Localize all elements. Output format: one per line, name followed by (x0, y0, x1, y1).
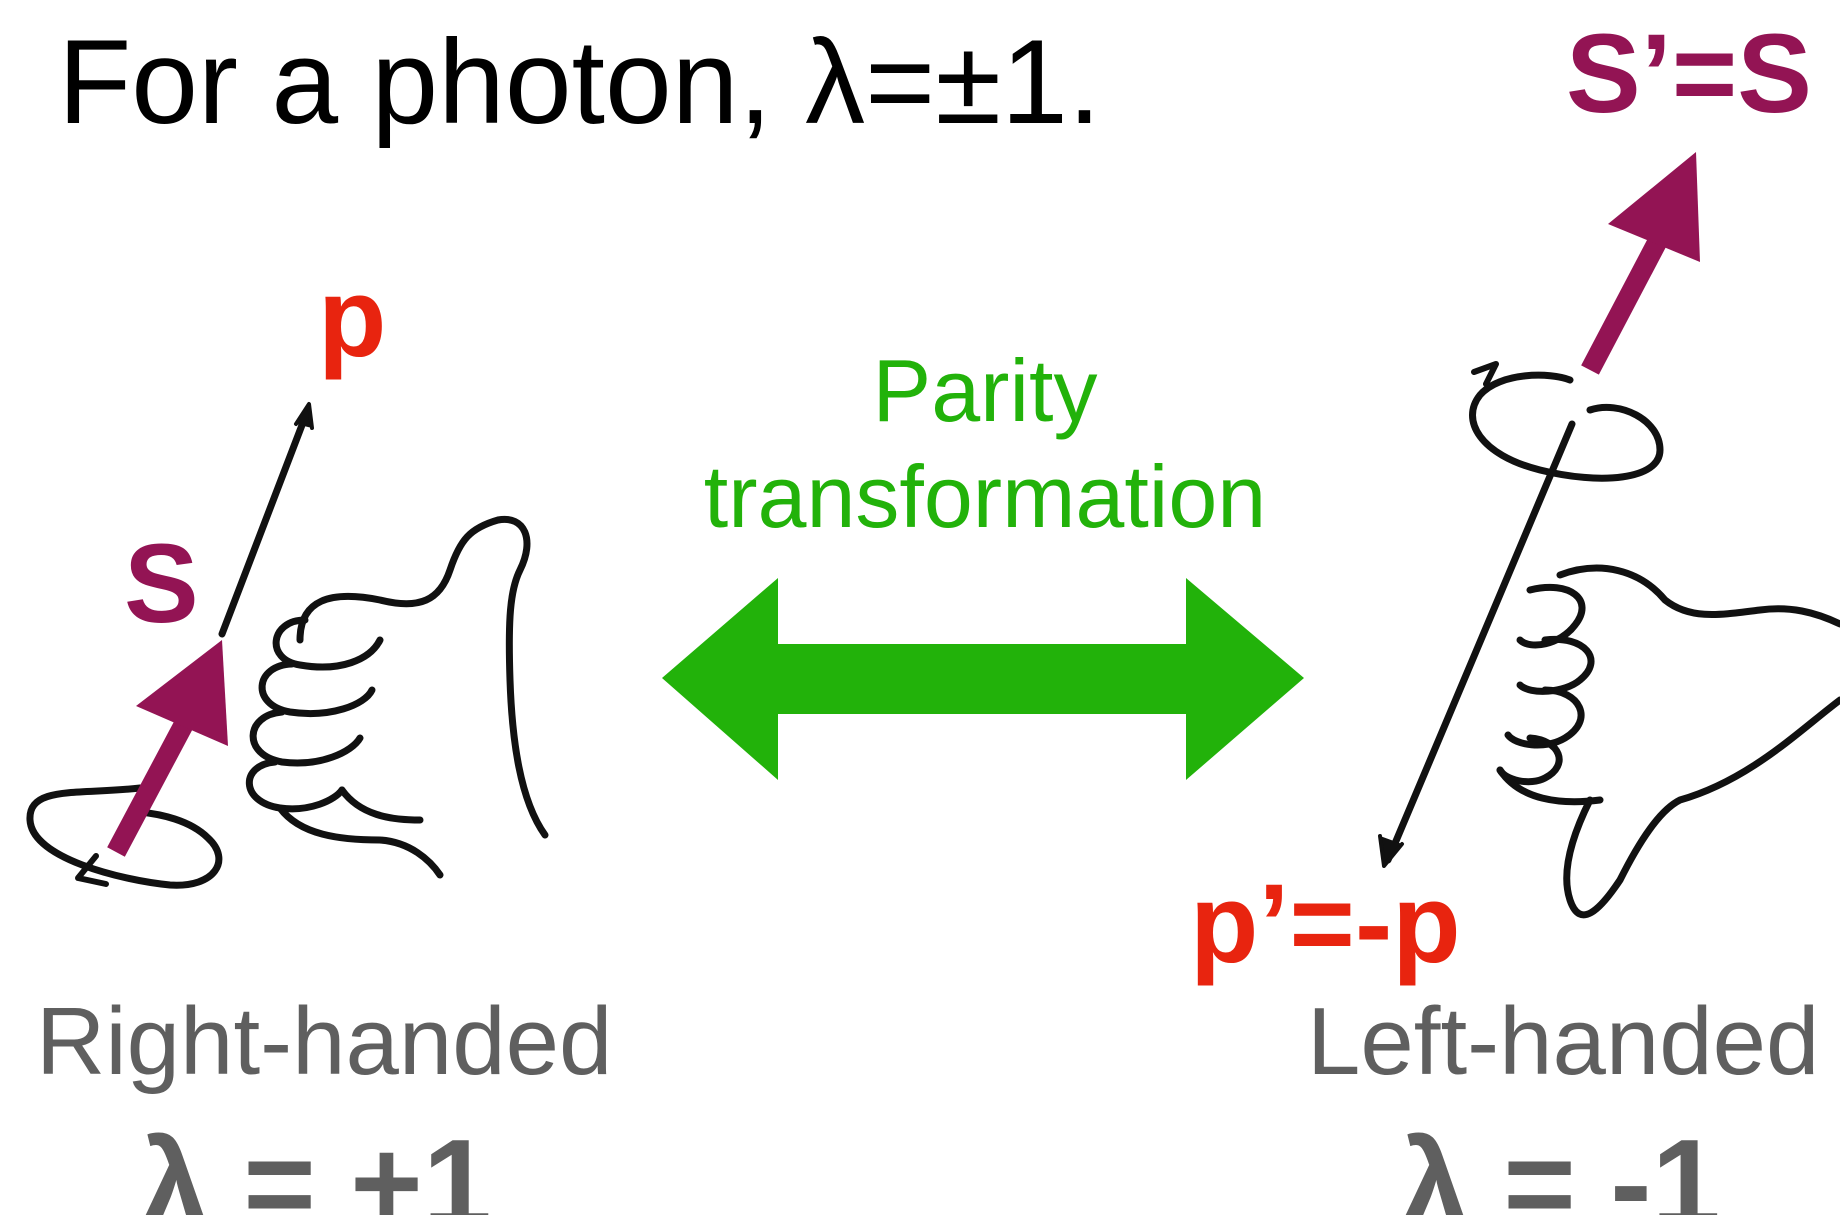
momentum-prime-axis-line (1384, 420, 1576, 864)
left-handed-helicity: λ = -1 (1400, 1115, 1721, 1215)
finger-2 (1516, 635, 1595, 695)
transformation-label: Parity transformation (660, 338, 1310, 549)
momentum-axis-line (218, 408, 311, 638)
momentum-prime-axis-arrowhead (1378, 834, 1404, 868)
spin-label: S (124, 521, 199, 646)
spin-prime-label: S’=S (1566, 11, 1812, 136)
rotation-loop (1469, 371, 1664, 482)
palm (276, 804, 444, 879)
spin-arrow-left (1581, 152, 1700, 375)
momentum-axis-arrowhead (294, 402, 314, 430)
wrist (338, 786, 424, 824)
finger-1 (272, 616, 384, 671)
page-title: For a photon, λ=±1. (58, 15, 1102, 149)
transformation-line-1: Parity (872, 341, 1098, 440)
right-hand-icon (26, 402, 549, 889)
spin-arrow-right (107, 640, 228, 857)
knuckles (1556, 564, 1840, 628)
finger-4 (245, 758, 346, 813)
finger-3 (249, 708, 364, 767)
rotation-loop-arrowhead (1471, 361, 1499, 387)
finger-3 (1504, 686, 1585, 749)
finger-1 (1516, 583, 1586, 649)
wrist (1496, 766, 1604, 806)
right-handed-helicity: λ = +1 (140, 1115, 492, 1215)
double-arrow-icon (662, 578, 1304, 780)
thumb (1563, 696, 1840, 919)
right-handed-caption: Right-handed (36, 988, 613, 1095)
thumb (296, 515, 549, 839)
left-hand-icon (1378, 361, 1840, 919)
rotation-loop (26, 784, 223, 889)
rotation-loop-arrowhead (75, 853, 109, 887)
momentum-label: p (318, 255, 387, 380)
left-handed-caption: Left-handed (1307, 988, 1820, 1095)
finger-2 (258, 660, 376, 717)
transformation-line-2: transformation (703, 446, 1267, 546)
momentum-prime-label: p’=-p (1190, 861, 1461, 986)
